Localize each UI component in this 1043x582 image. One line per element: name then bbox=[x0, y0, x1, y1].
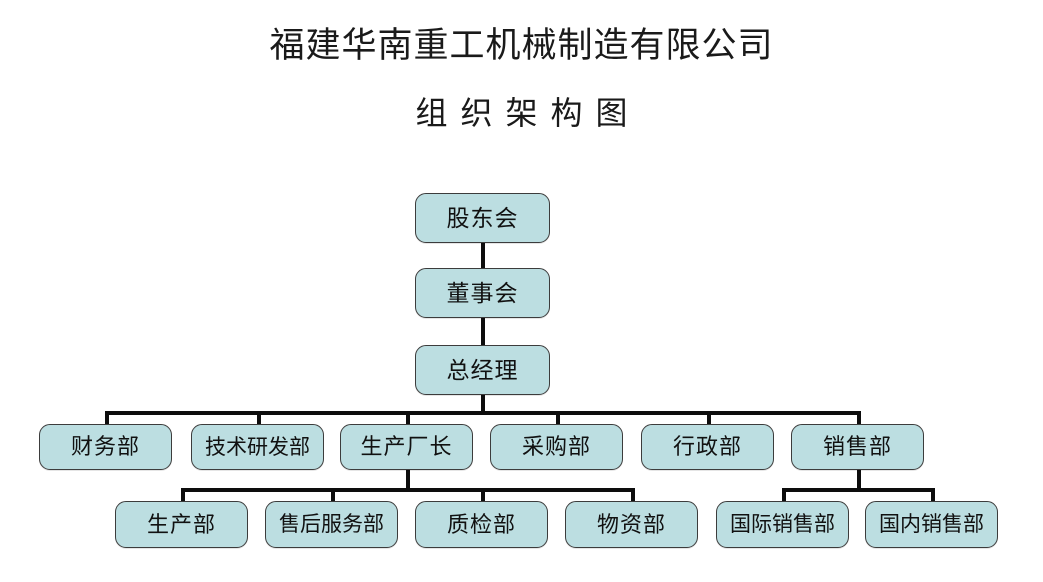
connector-drop-aftersales bbox=[331, 488, 335, 502]
node-materials[interactable]: 物资部 bbox=[565, 501, 698, 548]
connector-drop-sales bbox=[857, 411, 861, 425]
connector-drop-intl-sales bbox=[782, 488, 786, 502]
connector-bus-level3 bbox=[105, 411, 858, 415]
connector-drop-administration bbox=[707, 411, 711, 425]
connector-board-gm bbox=[481, 318, 485, 345]
node-administration[interactable]: 行政部 bbox=[641, 424, 774, 470]
connector-drop-domestic-sales bbox=[931, 488, 935, 502]
connector-bus-production-children bbox=[181, 488, 632, 492]
connector-productionchief-droptobus bbox=[406, 470, 410, 490]
connector-drop-materials bbox=[631, 488, 635, 502]
connector-shareholders-board bbox=[481, 243, 485, 268]
node-production[interactable]: 生产部 bbox=[115, 501, 248, 548]
connector-drop-quality bbox=[481, 488, 485, 502]
node-shareholders[interactable]: 股东会 bbox=[415, 193, 550, 243]
node-domestic-sales[interactable]: 国内销售部 bbox=[865, 501, 998, 548]
connector-bus-sales-children bbox=[782, 488, 933, 492]
node-after-sales[interactable]: 售后服务部 bbox=[265, 501, 398, 548]
node-finance[interactable]: 财务部 bbox=[39, 424, 172, 470]
node-purchasing[interactable]: 采购部 bbox=[490, 424, 623, 470]
node-intl-sales[interactable]: 国际销售部 bbox=[716, 501, 849, 548]
page-title: 福建华南重工机械制造有限公司 bbox=[269, 26, 774, 65]
node-production-chief[interactable]: 生产厂长 bbox=[340, 424, 473, 470]
node-general-manager[interactable]: 总经理 bbox=[415, 345, 550, 395]
node-board[interactable]: 董事会 bbox=[415, 268, 550, 318]
connector-gm-droptobus bbox=[481, 395, 485, 414]
connector-drop-production bbox=[181, 488, 185, 502]
page-subtitle: 组织架构图 bbox=[415, 95, 641, 131]
node-quality[interactable]: 质检部 bbox=[415, 501, 548, 548]
connector-drop-purchasing bbox=[556, 411, 560, 425]
node-rnd[interactable]: 技术研发部 bbox=[191, 424, 324, 470]
connector-sales-droptobus bbox=[857, 470, 861, 490]
connector-drop-production-chief bbox=[406, 411, 410, 425]
connector-drop-rnd bbox=[257, 411, 261, 425]
node-sales[interactable]: 销售部 bbox=[791, 424, 924, 470]
connector-drop-finance bbox=[105, 411, 109, 425]
